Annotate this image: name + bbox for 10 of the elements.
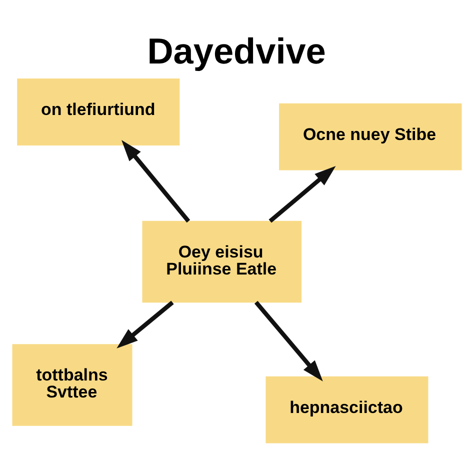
node-box: Ocne nuey Stibe <box>279 103 462 170</box>
arrow <box>268 166 336 223</box>
arrow <box>254 300 323 382</box>
arrow <box>122 140 190 223</box>
node-box: tottbalns Svttee <box>12 344 132 426</box>
node-box: Oey eisisu Pluiinse Eatle <box>142 220 302 303</box>
node-box: on tlefiurtiund <box>17 78 180 146</box>
diagram-title: Dayedvive <box>147 30 326 72</box>
node-box: hepnasciictao <box>266 376 428 444</box>
arrow <box>116 300 174 348</box>
